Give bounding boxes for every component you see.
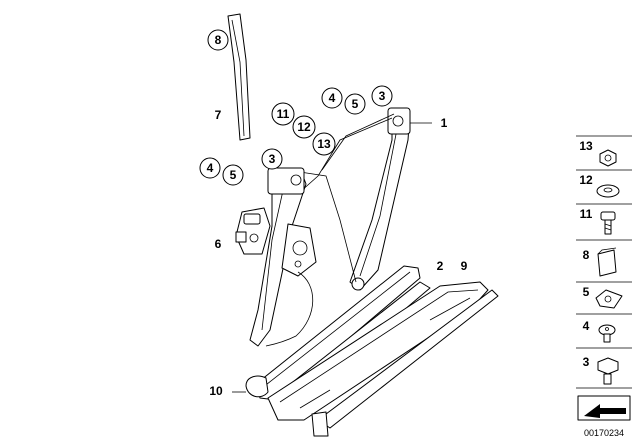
callout-3-top: 3 xyxy=(371,85,393,107)
fastener-legend: 13 12 11 8 5 4 xyxy=(576,135,632,438)
callout-3-top-label: 3 xyxy=(379,89,386,103)
callout-5-mid-label: 5 xyxy=(230,168,237,182)
rivet-icon xyxy=(598,324,616,343)
callout-12-label: 12 xyxy=(297,120,311,134)
arrow-symbol-icon xyxy=(577,395,631,421)
legend-label-11: 11 xyxy=(580,207,593,221)
sill-end-cap xyxy=(245,375,269,398)
seal-strip xyxy=(227,13,251,141)
callout-4-top-label: 4 xyxy=(329,91,336,105)
legend-label-5: 5 xyxy=(583,285,590,299)
callout-5-mid: 5 xyxy=(222,164,244,186)
washer-icon xyxy=(596,184,620,198)
diagram-code: 00170234 xyxy=(584,428,624,438)
callout-11-label: 11 xyxy=(277,107,290,121)
label-6: 6 xyxy=(215,237,222,251)
label-7: 7 xyxy=(215,108,222,122)
callout-8: 8 xyxy=(207,29,229,51)
label-2: 2 xyxy=(437,259,444,273)
label-9: 9 xyxy=(461,259,468,273)
callout-5-top-label: 5 xyxy=(352,97,359,111)
clip-nut-icon xyxy=(595,289,623,309)
callout-4-mid-label: 4 xyxy=(207,161,214,175)
bolt-icon xyxy=(600,211,616,235)
callout-13: 13 xyxy=(312,132,336,156)
foam-pad-icon xyxy=(597,247,617,277)
callout-4-top: 4 xyxy=(321,87,343,109)
legend-label-3: 3 xyxy=(583,355,590,369)
legend-label-8: 8 xyxy=(583,248,590,262)
callout-12: 12 xyxy=(292,115,316,139)
callout-3-mid-label: 3 xyxy=(269,152,276,166)
sill-cover-outer xyxy=(267,281,499,437)
screw-icon xyxy=(597,357,619,385)
window-regulator xyxy=(249,107,411,347)
label-10: 10 xyxy=(209,384,223,398)
callout-5-top: 5 xyxy=(344,93,366,115)
nut-icon xyxy=(599,149,617,167)
callout-11: 11 xyxy=(271,102,295,126)
legend-label-4: 4 xyxy=(583,319,590,333)
legend-label-13: 13 xyxy=(579,139,593,153)
callout-13-label: 13 xyxy=(317,137,331,151)
label-1: 1 xyxy=(441,116,448,130)
legend-label-12: 12 xyxy=(579,173,593,187)
callout-8-label: 8 xyxy=(215,33,222,47)
callout-3-mid: 3 xyxy=(261,148,283,170)
window-motor xyxy=(235,207,271,255)
callout-4-mid: 4 xyxy=(199,157,221,179)
